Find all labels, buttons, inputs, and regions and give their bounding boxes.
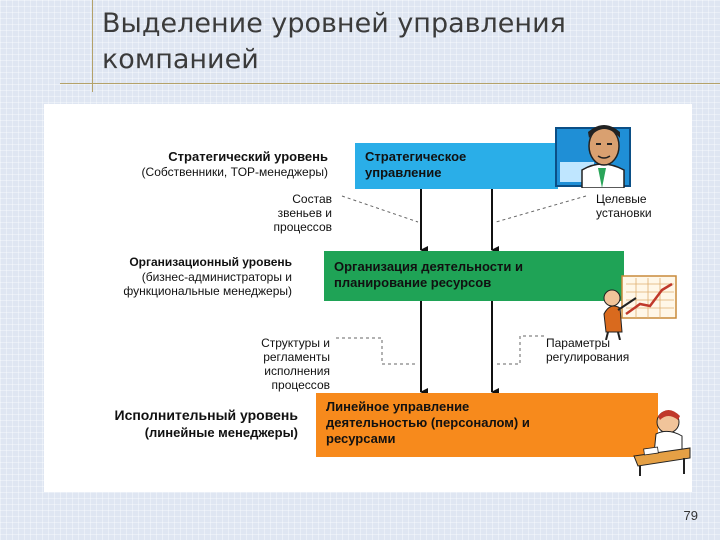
org-box-line2: планирование ресурсов <box>334 275 492 290</box>
dash-targets <box>495 195 587 223</box>
organization-planning-box: Организация деятельности и планирование … <box>324 251 624 301</box>
strategic-management-box: Стратегическое управление <box>355 143 558 189</box>
page-number: 79 <box>683 508 698 523</box>
targets-line-1: Целевые <box>596 192 647 206</box>
title-rule-vertical <box>92 0 93 92</box>
composition-annotation: Состав звеньев и процессов <box>240 192 332 234</box>
composition-line-3: процессов <box>273 220 332 234</box>
strategic-box-line2: управление <box>365 165 442 180</box>
dash-composition <box>341 195 419 223</box>
title-rule-horizontal <box>60 83 720 84</box>
line-management-box: Линейное управление деятельностью (персо… <box>316 393 658 457</box>
organizational-level-sub1: (бизнес-администраторы и <box>141 270 292 284</box>
dash-parameters <box>496 335 544 365</box>
dash-structures <box>336 337 418 365</box>
parameters-line-1: Параметры <box>546 336 610 350</box>
structures-line-3: исполнения <box>264 364 330 378</box>
diagram-panel: Стратегический уровень (Собственники, TO… <box>44 104 692 492</box>
diagram-connectors <box>336 189 587 396</box>
structures-line-4: процессов <box>271 378 330 392</box>
executive-level-name: Исполнительный уровень <box>114 407 299 423</box>
slide-title: Выделение уровней управления компанией <box>102 6 662 78</box>
exec-box-line2: деятельностью (персоналом) и <box>326 415 530 430</box>
executive-level-sub: (линейные менеджеры) <box>144 425 298 440</box>
structures-annotation: Структуры и регламенты исполнения процес… <box>224 336 330 392</box>
desk-worker-clipart <box>633 410 691 476</box>
presenter-chart-clipart <box>603 275 677 340</box>
org-box-line1: Организация деятельности и <box>334 259 523 274</box>
targets-line-2: установки <box>596 206 652 220</box>
organizational-level-name: Организационный уровень <box>129 255 292 269</box>
title-line-2: компанией <box>102 44 259 75</box>
composition-line-2: звеньев и <box>277 206 332 220</box>
composition-line-1: Состав <box>292 192 332 206</box>
strategic-level-sub: (Собственники, TOP-менеджеры) <box>141 165 328 179</box>
title-line-1: Выделение уровней управления <box>102 8 566 39</box>
structures-line-1: Структуры и <box>261 336 330 350</box>
parameters-annotation: Параметры регулирования <box>546 336 666 364</box>
structures-line-2: регламенты <box>263 350 330 364</box>
exec-box-line1: Линейное управление <box>326 399 470 414</box>
organizational-level-sub2: функциональные менеджеры) <box>123 284 292 298</box>
parameters-line-2: регулирования <box>546 350 630 364</box>
businessman-clipart <box>555 125 631 188</box>
targets-annotation: Целевые установки <box>596 192 686 220</box>
strategic-box-line1: Стратегическое <box>365 149 467 164</box>
exec-box-line3: ресурсами <box>326 431 396 446</box>
strategic-level-name: Стратегический уровень <box>168 149 328 164</box>
